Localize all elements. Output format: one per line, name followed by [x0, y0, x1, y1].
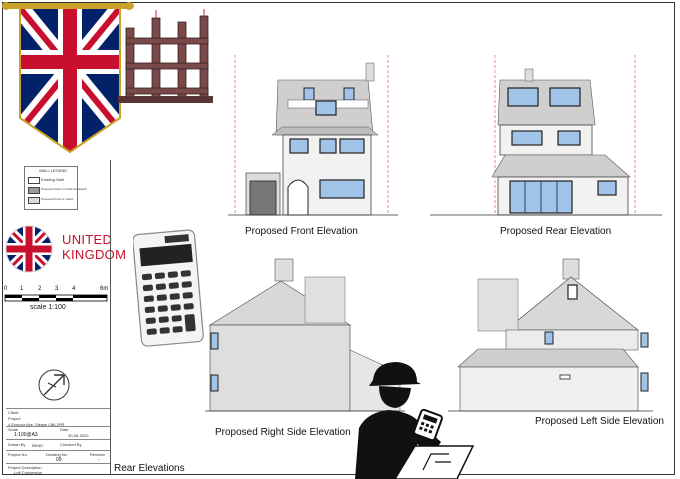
tb-divider	[6, 439, 110, 440]
scale-label: Scale	[8, 427, 19, 432]
drawn-by-label: Drawn By	[8, 442, 26, 447]
country-label: UNITED KINGDOM	[62, 232, 126, 262]
union-jack-banner	[2, 2, 134, 154]
front-elevation-caption: Proposed Front Elevation	[245, 226, 358, 237]
drawing-no-value: 09	[56, 457, 62, 463]
title-block: WALL LEGEND Existing Wall Proposed 100 m…	[2, 160, 111, 475]
scale-bar-graphic	[4, 294, 108, 302]
left-side-elevation-caption: Proposed Left Side Elevation	[535, 416, 664, 427]
legend-item: Proposed 100 mm thick blockwork	[41, 187, 87, 191]
sheet-border	[2, 2, 675, 475]
calculator-icon	[133, 229, 204, 347]
left-side-elevation-drawing	[448, 258, 653, 412]
legend-swatch	[28, 187, 40, 194]
scale-tick-label: 2	[38, 286, 42, 292]
tb-divider	[6, 463, 110, 464]
drawing-no-label: Drawing No.	[46, 452, 69, 457]
engineer-silhouette-illustration	[355, 362, 475, 479]
legend-title: WALL LEGEND	[39, 168, 68, 173]
right-side-elevation-caption: Proposed Right Side Elevation	[215, 427, 351, 438]
front-elevation-drawing	[228, 55, 398, 216]
project-no-label: Project No.	[8, 452, 28, 457]
legend-item: Proposed brick to match	[41, 197, 74, 201]
wall-legend: WALL LEGEND Existing Wall Proposed 100 m…	[24, 166, 87, 210]
client-label: Client	[8, 410, 19, 415]
scale-tick-label: 6m	[100, 286, 109, 292]
legend-swatch	[28, 177, 40, 184]
rear-elevation-drawing	[430, 55, 662, 216]
scale-bar: 0 1 2 3 4 6m scale 1:100	[4, 286, 108, 316]
date-label: Date	[60, 427, 69, 432]
tb-divider	[6, 450, 110, 451]
rear-elevation-caption: Proposed Rear Elevation	[500, 226, 612, 237]
description-value: Loft Conversion	[14, 470, 43, 475]
date-value: 30-06-2020	[68, 433, 89, 438]
scale-tick-label: 0	[4, 286, 8, 292]
project-value: 4 Exmoor Ave, Sleaze LB6 2PR	[8, 422, 65, 427]
tb-divider	[6, 408, 110, 409]
sheet-title: Rear Elevations	[114, 463, 185, 474]
description-label: Project Description	[8, 465, 42, 470]
building-frame-illustration	[118, 9, 213, 103]
project-label: Project	[8, 416, 21, 421]
revision-value: -	[98, 457, 100, 463]
uk-flag-circle-icon	[5, 225, 53, 273]
scale-tick-label: 4	[72, 286, 76, 292]
tb-divider	[6, 426, 110, 427]
scale-caption: scale 1:100	[30, 304, 66, 311]
checked-by-label: Checked By	[60, 442, 82, 447]
scale-value: 1:100@A3	[14, 432, 38, 438]
country-line1: UNITED	[62, 232, 113, 247]
drawn-by-value: BEND	[32, 443, 44, 448]
legend-item: Existing Wall	[41, 177, 64, 182]
country-line2: KINGDOM	[62, 247, 127, 262]
north-arrow-icon	[38, 369, 70, 401]
revision-label: Revision	[90, 452, 106, 457]
scale-tick-label: 1	[20, 286, 24, 292]
scale-tick-label: 3	[55, 286, 59, 292]
legend-swatch	[28, 197, 40, 204]
